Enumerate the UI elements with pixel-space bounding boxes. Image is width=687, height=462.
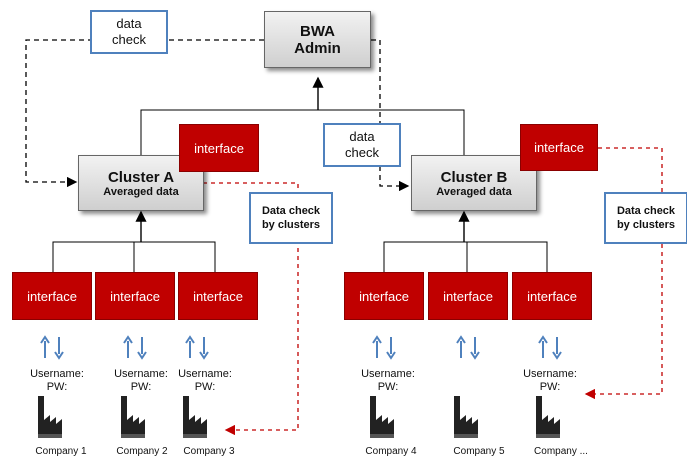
factory-icon <box>536 396 560 438</box>
interface-company-2: interface <box>95 272 175 320</box>
down-arrow-icon-1 <box>54 337 64 360</box>
pw-label: PW: <box>377 381 399 393</box>
down-arrow-icon-5 <box>470 337 480 360</box>
data-check-line2: check <box>345 145 379 160</box>
credentials-company-4: Username: PW: <box>353 368 423 394</box>
interface-company-3: interface <box>178 272 258 320</box>
factory-icon <box>121 396 145 438</box>
cluster-a-tree <box>52 241 216 272</box>
pw-label: PW: <box>539 381 561 393</box>
interface-company-6: interface <box>512 272 592 320</box>
data-check-note-top: data check <box>90 10 168 54</box>
down-arrow-icon-3 <box>199 337 209 360</box>
down-arrow-icon-6 <box>552 337 562 360</box>
interface-cluster-b: interface <box>520 124 598 171</box>
cluster-b-red-dashed <box>584 147 663 400</box>
up-arrow-icon-6 <box>538 335 548 358</box>
interface-company-1: interface <box>12 272 92 320</box>
up-arrow-icon-5 <box>456 335 466 358</box>
down-arrow-icon-4 <box>386 337 396 360</box>
data-check-by-clusters-note-a: Data check by clusters <box>249 192 333 244</box>
factory-icon <box>183 396 207 438</box>
cluster-b-tree <box>383 241 548 272</box>
up-arrow-icon-2 <box>123 335 133 358</box>
note-a-line2: by clusters <box>261 219 321 231</box>
data-check-line1: data <box>349 129 375 144</box>
credentials-company-6: Username: PW: <box>515 368 585 394</box>
data-check-by-clusters-note-b: Data check by clusters <box>604 192 687 244</box>
cluster-a-red-dashed <box>203 182 299 436</box>
admin-line2: Admin <box>294 39 341 57</box>
cluster-a-subtitle: Averaged data <box>103 185 179 198</box>
pw-label: PW: <box>130 381 152 393</box>
factory-icon <box>370 396 394 438</box>
up-arrow-icon-1 <box>40 335 50 358</box>
bwa-admin-box: BWA Admin <box>264 11 371 68</box>
credentials-company-1: Username: PW: <box>22 368 92 394</box>
down-arrow-icon-2 <box>137 337 147 360</box>
cluster-b-title: Cluster B <box>440 168 508 186</box>
factory-icon <box>38 396 62 438</box>
company-5-label: Company 5 <box>453 446 505 457</box>
cluster-b-subtitle: Averaged data <box>436 185 512 198</box>
data-check-right-dashed <box>371 39 410 192</box>
data-check-line1: data <box>116 16 142 31</box>
note-a-line1: Data check <box>261 205 321 217</box>
cluster-b-box: Cluster B Averaged data <box>411 155 537 211</box>
company-2-label: Company 2 <box>116 446 168 457</box>
note-b-line1: Data check <box>616 205 676 217</box>
company-3-label: Company 3 <box>183 446 235 457</box>
company-4-label: Company 4 <box>365 446 417 457</box>
admin-line1: BWA <box>300 22 335 40</box>
username-label: Username: <box>361 368 415 380</box>
username-label: Username: <box>523 368 577 380</box>
pw-label: PW: <box>46 381 68 393</box>
data-check-note-middle: data check <box>323 123 401 167</box>
data-exchange-arrows <box>40 335 562 360</box>
cluster-to-admin-line <box>140 109 465 155</box>
up-arrow-icon-4 <box>372 335 382 358</box>
interface-company-5: interface <box>428 272 508 320</box>
up-arrow-icon-3 <box>185 335 195 358</box>
company-6-label: Company ... <box>534 446 588 457</box>
interface-company-4: interface <box>344 272 424 320</box>
username-label: Username: <box>114 368 168 380</box>
interface-cluster-a: interface <box>179 124 259 172</box>
credentials-company-3: Username: PW: <box>170 368 240 394</box>
note-b-line2: by clusters <box>616 219 676 231</box>
factory-icon <box>454 396 478 438</box>
username-label: Username: <box>30 368 84 380</box>
credentials-company-2: Username: PW: <box>106 368 176 394</box>
pw-label: PW: <box>194 381 216 393</box>
data-check-line2: check <box>112 32 146 47</box>
username-label: Username: <box>178 368 232 380</box>
cluster-a-title: Cluster A <box>107 168 175 186</box>
company-1-label: Company 1 <box>35 446 87 457</box>
